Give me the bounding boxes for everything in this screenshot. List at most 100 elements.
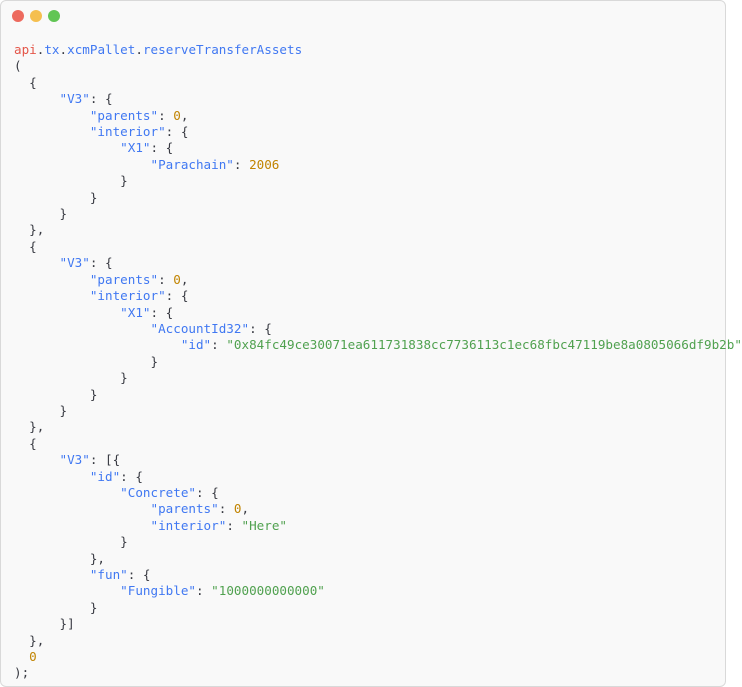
code-token-punct: }, bbox=[14, 419, 45, 435]
code-token-method: reserveTransferAssets bbox=[142, 42, 303, 57]
code-token-method: xcmPallet bbox=[67, 42, 136, 57]
code-token-punct: } bbox=[14, 402, 68, 418]
code-line: "parents": 0, bbox=[14, 272, 742, 288]
code-token-punct bbox=[14, 452, 60, 467]
code-line: }, bbox=[14, 419, 742, 435]
close-button[interactable] bbox=[12, 10, 24, 22]
code-token-punct: , bbox=[180, 271, 189, 287]
window-controls bbox=[12, 10, 60, 22]
code-line: "interior": { bbox=[14, 288, 742, 304]
code-token-punct: }, bbox=[14, 632, 45, 648]
code-token-number: 2006 bbox=[249, 156, 280, 172]
code-token-punct bbox=[14, 108, 90, 123]
code-token-key: "fun" bbox=[89, 567, 128, 582]
code-token-punct: : bbox=[158, 107, 174, 123]
code-line: } bbox=[14, 173, 742, 189]
code-block: api.tx.xcmPallet.reserveTransferAssets( … bbox=[14, 42, 742, 682]
code-token-punct: : bbox=[211, 337, 227, 353]
code-token-punct: }, bbox=[14, 550, 105, 566]
code-token-key: "X1" bbox=[120, 140, 151, 156]
code-line: "V3": { bbox=[14, 255, 742, 271]
code-line: "Concrete": { bbox=[14, 485, 742, 501]
code-line: { bbox=[14, 75, 742, 91]
code-token-punct: : { bbox=[89, 255, 113, 271]
code-token-punct bbox=[14, 91, 60, 106]
code-token-key: "parents" bbox=[89, 271, 159, 287]
code-token-punct bbox=[14, 272, 90, 287]
code-token-punct: , bbox=[241, 501, 250, 517]
code-token-punct: }, bbox=[14, 222, 45, 238]
code-line: "X1": { bbox=[14, 305, 742, 321]
code-token-punct bbox=[14, 649, 29, 664]
code-token-punct: } bbox=[14, 353, 159, 369]
code-token-punct: ); bbox=[14, 665, 30, 681]
code-token-punct: } bbox=[14, 386, 98, 402]
code-token-punct bbox=[14, 321, 150, 336]
code-line: "V3": { bbox=[14, 91, 742, 107]
code-token-punct: } bbox=[14, 206, 68, 222]
code-line: "Parachain": 2006 bbox=[14, 157, 742, 173]
code-token-punct: } bbox=[14, 599, 98, 615]
code-token-punct bbox=[14, 518, 150, 533]
code-token-punct: : { bbox=[195, 484, 219, 500]
code-line: "parents": 0, bbox=[14, 501, 742, 517]
code-token-punct: : bbox=[218, 501, 234, 517]
code-token-punct bbox=[14, 501, 150, 516]
code-token-key: "interior" bbox=[89, 124, 166, 140]
code-line: "interior": "Here" bbox=[14, 518, 742, 534]
code-line: } bbox=[14, 534, 742, 550]
code-line: ( bbox=[14, 58, 742, 74]
code-token-punct: { bbox=[14, 74, 37, 90]
code-token-number: 0 bbox=[173, 107, 181, 123]
code-token-punct bbox=[14, 288, 90, 303]
code-token-punct bbox=[14, 583, 120, 598]
code-token-punct bbox=[14, 124, 90, 139]
code-token-punct: } bbox=[14, 173, 128, 189]
code-token-punct: : bbox=[195, 583, 212, 599]
code-token-punct bbox=[14, 157, 150, 172]
code-line: "V3": [{ bbox=[14, 452, 742, 468]
code-line: }] bbox=[14, 616, 742, 632]
code-token-punct: ( bbox=[14, 58, 22, 74]
code-token-key: "interior" bbox=[150, 517, 227, 533]
code-token-punct bbox=[14, 485, 120, 500]
code-token-punct bbox=[14, 140, 120, 155]
code-line: { bbox=[14, 239, 742, 255]
code-line: ); bbox=[14, 665, 742, 681]
code-token-key: "V3" bbox=[59, 255, 90, 271]
code-line: } bbox=[14, 206, 742, 222]
code-token-punct: . bbox=[36, 42, 45, 57]
code-token-punct: } bbox=[14, 370, 128, 386]
code-line: "X1": { bbox=[14, 140, 742, 156]
code-token-punct: : bbox=[226, 517, 242, 533]
code-line: } bbox=[14, 190, 742, 206]
code-token-punct bbox=[14, 255, 60, 270]
code-line: } bbox=[14, 403, 742, 419]
code-token-punct: : { bbox=[120, 468, 143, 484]
maximize-button[interactable] bbox=[48, 10, 60, 22]
code-line: api.tx.xcmPallet.reserveTransferAssets bbox=[14, 42, 742, 58]
minimize-button[interactable] bbox=[30, 10, 42, 22]
code-token-punct: . bbox=[59, 42, 68, 57]
code-token-punct bbox=[14, 305, 120, 320]
code-line: }, bbox=[14, 222, 742, 238]
code-token-punct: , bbox=[180, 107, 189, 123]
code-token-punct: : { bbox=[165, 124, 189, 140]
code-token-punct: { bbox=[14, 238, 37, 254]
code-line: "id": { bbox=[14, 469, 742, 485]
code-token-punct: : bbox=[158, 271, 174, 287]
code-token-punct: : { bbox=[89, 91, 113, 107]
code-line: "Fungible": "1000000000000" bbox=[14, 583, 742, 599]
code-line: 0 bbox=[14, 649, 742, 665]
code-token-api: api bbox=[14, 42, 37, 57]
code-token-punct: : { bbox=[150, 140, 174, 156]
code-token-key: "Fungible" bbox=[120, 583, 196, 599]
code-line: "id": "0x84fc49ce30071ea611731838cc77361… bbox=[14, 337, 742, 353]
code-token-punct: : { bbox=[150, 304, 174, 320]
code-token-key: "V3" bbox=[59, 91, 90, 107]
code-token-punct: . bbox=[135, 42, 143, 57]
code-token-punct bbox=[14, 469, 90, 484]
code-token-method: tx bbox=[44, 42, 60, 57]
code-token-string: "Here" bbox=[241, 517, 287, 533]
